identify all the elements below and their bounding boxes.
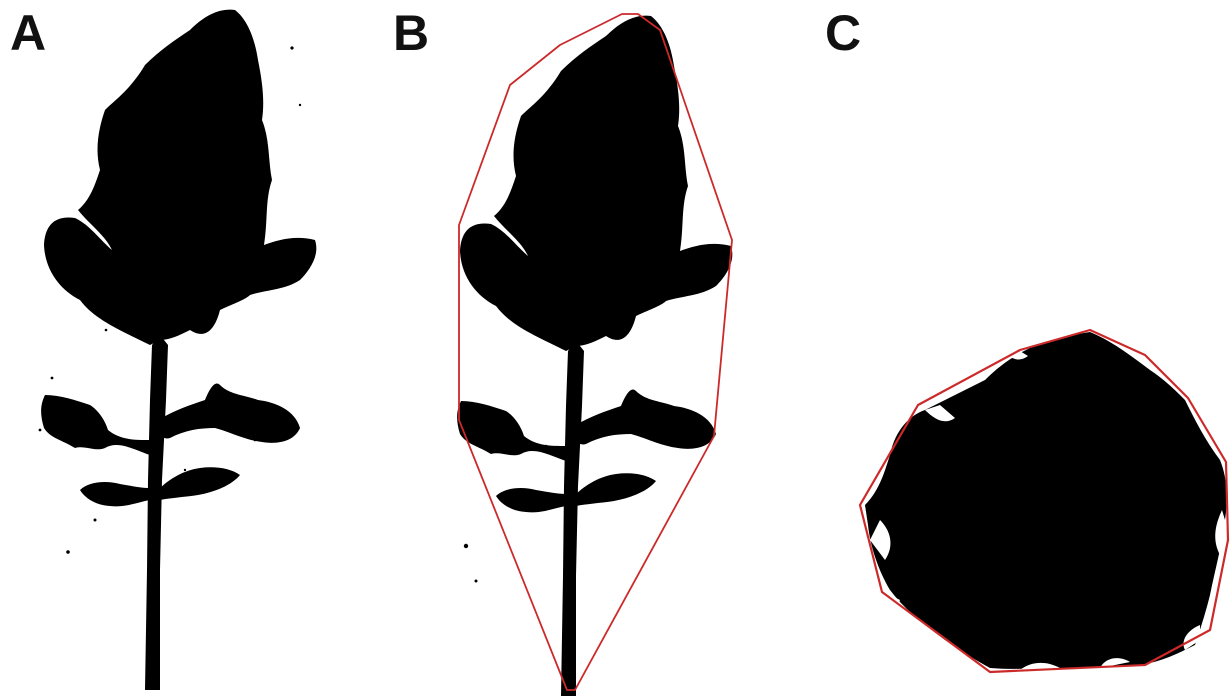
panel-a-leaf-silhouette [39, 10, 317, 690]
